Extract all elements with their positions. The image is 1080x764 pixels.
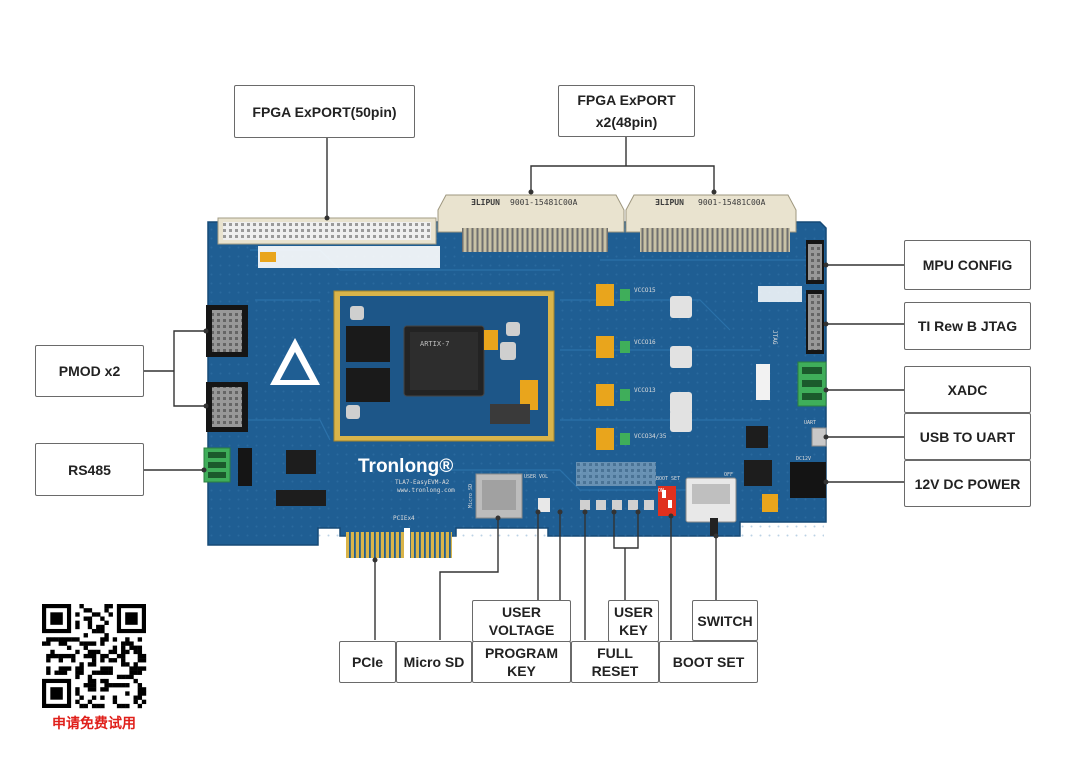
key-buttons — [580, 500, 654, 510]
svg-text:Micro SD: Micro SD — [468, 484, 474, 508]
label-boot-set: BOOT SET — [659, 641, 758, 683]
label-rs485: RS485 — [35, 443, 144, 496]
label-program-key: PROGRAM KEY — [472, 641, 571, 683]
fpga-export-48-connector-1: ƎLIPUN 9001-15481C00A — [437, 194, 625, 252]
label-fpga-export-50: FPGA ExPORT(50pin) — [234, 85, 415, 138]
svg-text:ƎLIPUN: ƎLIPUN — [471, 198, 500, 207]
label-pcie: PCIe — [339, 641, 396, 683]
label-mpu-config: MPU CONFIG — [904, 240, 1031, 290]
label-pmod: PMOD x2 — [35, 345, 144, 397]
label-user-voltage: USER VOLTAGE — [472, 600, 571, 642]
svg-text:DC12V: DC12V — [796, 456, 811, 462]
vcc-regulators — [596, 284, 692, 450]
pcie-fingers — [346, 528, 452, 558]
label-switch: SWITCH — [692, 600, 758, 641]
qr-caption: 申请免费试用 — [52, 716, 136, 732]
svg-text:VCCO34/35: VCCO34/35 — [634, 433, 667, 440]
label-xadc: XADC — [904, 366, 1031, 413]
svg-text:VCCO13: VCCO13 — [634, 387, 656, 394]
brand-silk: Tronlong® — [358, 456, 453, 477]
label-usb-uart: USB TO UART — [904, 413, 1031, 460]
silk-pcie: PCIEx4 — [393, 515, 415, 522]
svg-text:OFF: OFF — [724, 472, 733, 478]
label-fpga-export-48: FPGA ExPORT x2(48pin) — [558, 85, 695, 137]
svg-text:9001-15481C00A: 9001-15481C00A — [698, 198, 766, 207]
model-silk: TLA7-EasyEVM-A2 — [395, 479, 450, 486]
svg-text:BOOT SET: BOOT SET — [656, 476, 680, 482]
svg-text:JTAG: JTAG — [771, 330, 778, 345]
dc-jack — [790, 462, 826, 498]
chip-label: ARTIX-7 — [420, 340, 450, 348]
svg-text:ON: ON — [658, 488, 664, 494]
website-silk: www.tronlong.com — [397, 487, 455, 494]
label-micro-sd: Micro SD — [396, 641, 472, 683]
svg-text:VCCO15: VCCO15 — [634, 287, 656, 294]
svg-text:ƎLIPUN: ƎLIPUN — [655, 198, 684, 207]
label-full-reset: FULL RESET — [571, 641, 659, 683]
svg-text:UART: UART — [804, 420, 816, 426]
qr-code — [42, 604, 147, 709]
callout-lines — [144, 136, 904, 640]
fpga-export-48-connector-2: ƎLIPUN 9001-15481C00A — [625, 194, 797, 252]
svg-text:9001-15481C00A: 9001-15481C00A — [510, 198, 578, 207]
label-user-key: USER KEY — [608, 600, 659, 642]
label-dc-power: 12V DC POWER — [904, 460, 1031, 507]
svg-text:USER VOL: USER VOL — [524, 474, 548, 480]
svg-text:VCCO16: VCCO16 — [634, 339, 656, 346]
label-ti-jtag: TI Rew B JTAG — [904, 302, 1031, 350]
